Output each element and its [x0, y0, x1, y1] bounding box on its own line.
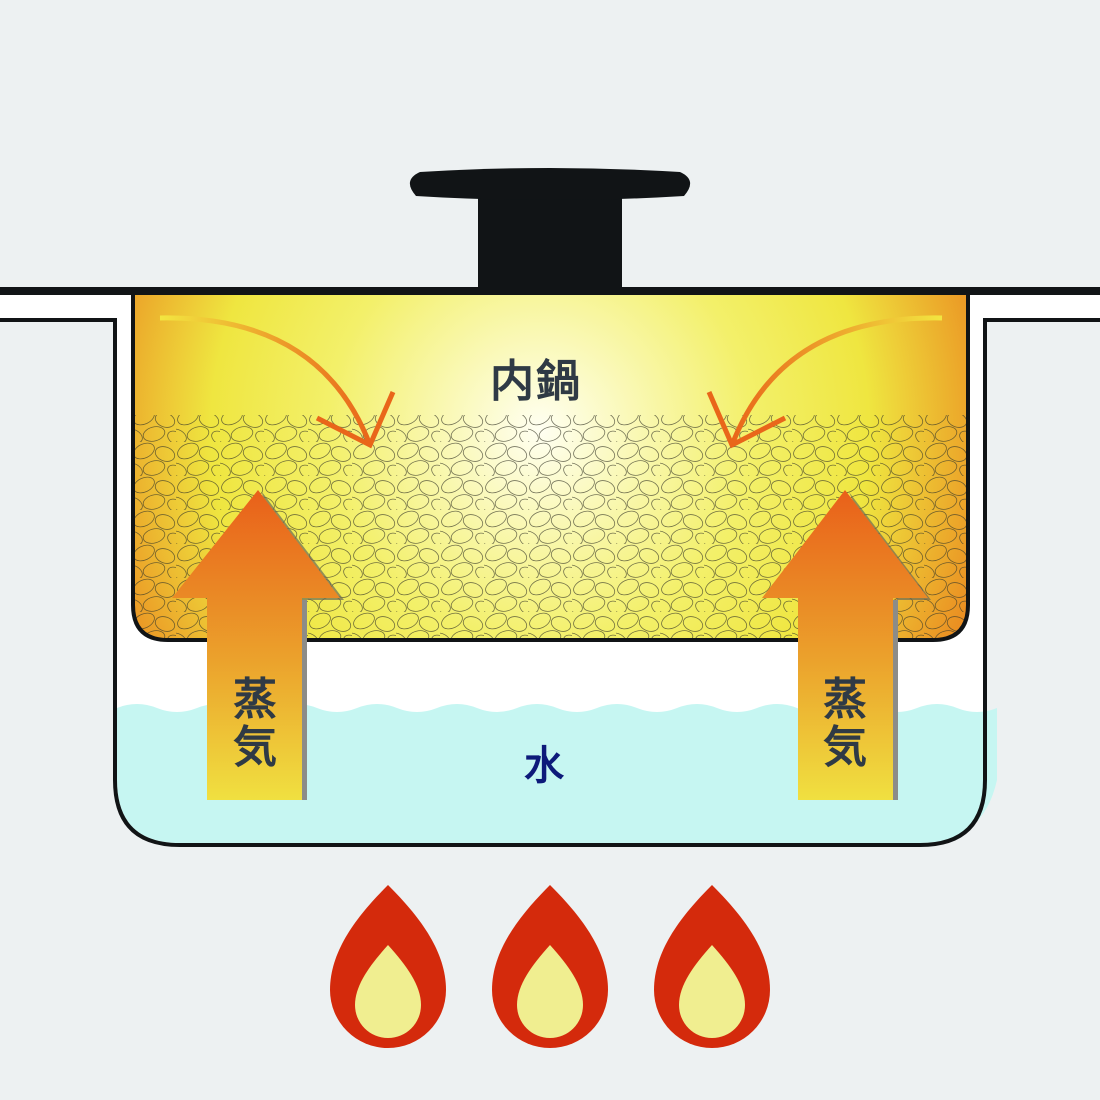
steam-label-right: 蒸 気	[820, 678, 870, 774]
steam-label-char: 気	[823, 722, 867, 773]
steam-arrow-right	[762, 490, 931, 800]
steam-label-char: 気	[233, 722, 277, 773]
flame-icon	[654, 885, 770, 1048]
flames	[330, 885, 770, 1048]
lid-knob	[409, 168, 691, 291]
curved-arrow-right	[706, 315, 943, 449]
steam-label-left: 蒸 気	[230, 678, 280, 774]
water	[117, 704, 997, 843]
flame-icon	[492, 885, 608, 1048]
flame-icon	[330, 885, 446, 1048]
steam-label-char: 蒸	[233, 674, 277, 725]
outer-pot	[0, 320, 1100, 1100]
inner-pot-label: 内鍋	[490, 356, 582, 407]
water-label: 水	[524, 743, 564, 789]
steam-label-char: 蒸	[823, 674, 867, 725]
curved-arrow-left	[159, 315, 396, 449]
steam-arrow-left	[172, 490, 344, 800]
